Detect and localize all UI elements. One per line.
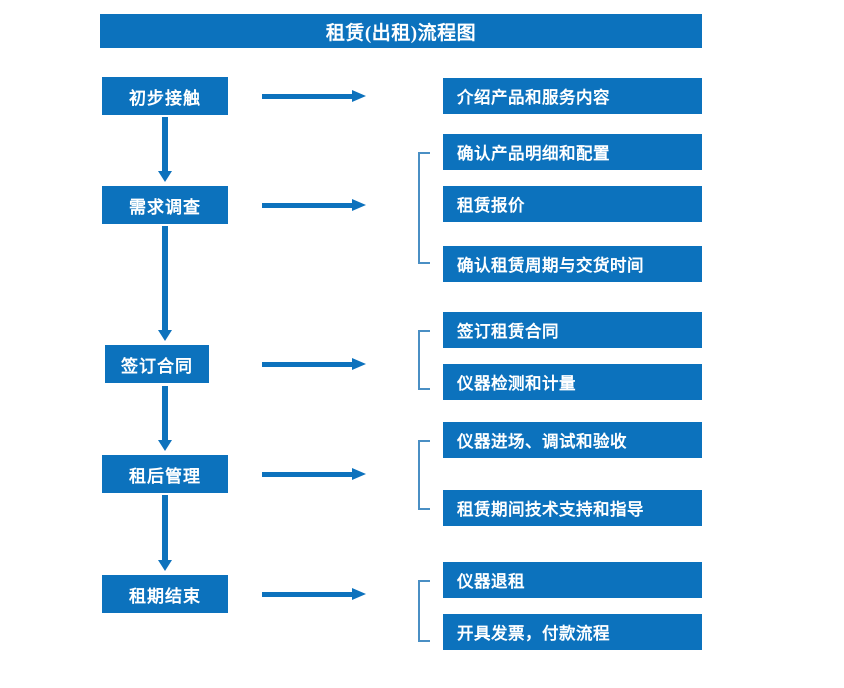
stage-box-3[interactable]: 签订合同 [105,345,209,383]
horizontal-arrow-1 [262,90,368,102]
vertical-arrow-2-3 [158,226,172,342]
vertical-arrow-3-4 [158,386,172,452]
detail-box-g4-2[interactable]: 租赁期间技术支持和指导 [443,490,702,526]
detail-box-g5-1[interactable]: 仪器退租 [443,562,702,598]
horizontal-arrow-3 [262,358,368,370]
stage-box-4[interactable]: 租后管理 [102,455,228,493]
detail-box-g3-1[interactable]: 签订租赁合同 [443,312,702,348]
stage-box-1[interactable]: 初步接触 [102,77,228,115]
horizontal-arrow-5 [262,588,368,600]
group-bracket-3 [418,330,430,390]
detail-box-g2-2[interactable]: 租赁报价 [443,186,702,222]
detail-box-g5-2[interactable]: 开具发票，付款流程 [443,614,702,650]
stage-box-5[interactable]: 租期结束 [102,575,228,613]
flowchart-title: 租赁(出租)流程图 [100,14,702,48]
detail-box-g4-1[interactable]: 仪器进场、调试和验收 [443,422,702,458]
detail-box-g2-3[interactable]: 确认租赁周期与交货时间 [443,246,702,282]
vertical-arrow-4-5 [158,495,172,572]
detail-box-g3-2[interactable]: 仪器检测和计量 [443,364,702,400]
group-bracket-2 [418,152,430,264]
horizontal-arrow-4 [262,468,368,480]
horizontal-arrow-2 [262,199,368,211]
detail-box-g1-1[interactable]: 介绍产品和服务内容 [443,78,702,114]
group-bracket-4 [418,440,430,510]
group-bracket-5 [418,580,430,642]
stage-box-2[interactable]: 需求调查 [102,186,228,224]
vertical-arrow-1-2 [158,117,172,183]
detail-box-g2-1[interactable]: 确认产品明细和配置 [443,134,702,170]
